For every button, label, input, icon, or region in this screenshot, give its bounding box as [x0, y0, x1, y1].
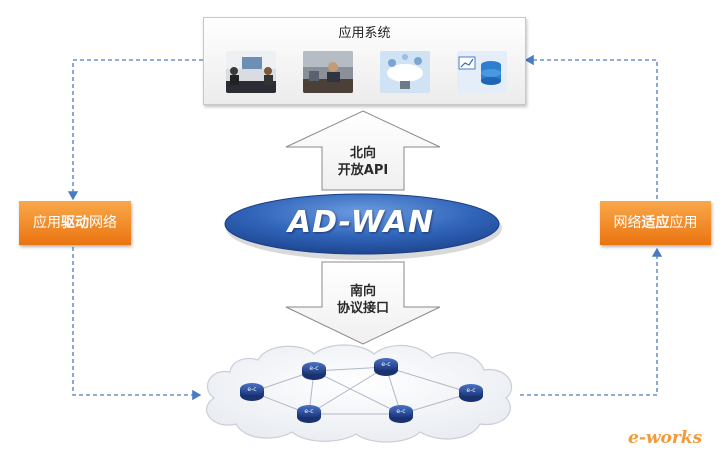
- ad-wan-label: AD-WAN: [287, 205, 435, 240]
- svg-text:e-c: e-c: [304, 408, 313, 415]
- left-dashed-line-top: [67, 59, 203, 201]
- router-node: e-c: [374, 358, 398, 376]
- right-dashed-line-bottom: [520, 247, 663, 396]
- left-orange-box: 应用驱动网络: [19, 201, 131, 245]
- south-label: 南向 协议接口: [322, 283, 404, 317]
- watermark-logo: e-works: [628, 428, 703, 448]
- app-system-panel: 应用系统: [203, 17, 526, 105]
- svg-text:e-c: e-c: [396, 408, 405, 415]
- right-orange-box: 网络适应应用: [600, 201, 711, 245]
- router-node: e-c: [302, 362, 326, 380]
- south-arrow: [285, 261, 441, 345]
- left-box-prefix: 应用: [33, 215, 61, 231]
- router-node: e-c: [297, 405, 321, 423]
- right-box-bold: 适应: [641, 215, 670, 231]
- left-box-suffix: 网络: [89, 215, 117, 231]
- south-label-line2: 协议接口: [336, 301, 389, 316]
- right-box-suffix: 应用: [669, 215, 698, 231]
- svg-text:e-c: e-c: [247, 386, 256, 393]
- right-dashed-line-top: [524, 54, 658, 199]
- ad-wan-ellipse: [224, 193, 500, 255]
- north-label-line1: 北向: [349, 146, 376, 161]
- database-chart-icon: [457, 51, 507, 93]
- router-node: e-c: [389, 405, 413, 423]
- svg-text:e-c: e-c: [466, 387, 475, 394]
- left-box-bold: 驱动: [61, 215, 89, 231]
- left-dashed-line-bottom: [72, 247, 202, 401]
- svg-text:e-c: e-c: [381, 361, 390, 368]
- cloud-network-icon: [380, 51, 430, 93]
- north-label: 北向 开放API: [322, 145, 404, 179]
- office-photo-icon: [303, 51, 353, 93]
- meeting-photo-icon: [226, 51, 276, 93]
- app-system-title: 应用系统: [338, 26, 391, 41]
- router-node: e-c: [459, 384, 483, 402]
- router-node: e-c: [240, 383, 264, 401]
- north-arrow: [285, 110, 441, 191]
- north-label-line2: 开放API: [337, 163, 389, 178]
- svg-text:e-c: e-c: [309, 365, 318, 372]
- right-box-prefix: 网络: [613, 215, 642, 231]
- south-label-line1: 南向: [349, 284, 376, 299]
